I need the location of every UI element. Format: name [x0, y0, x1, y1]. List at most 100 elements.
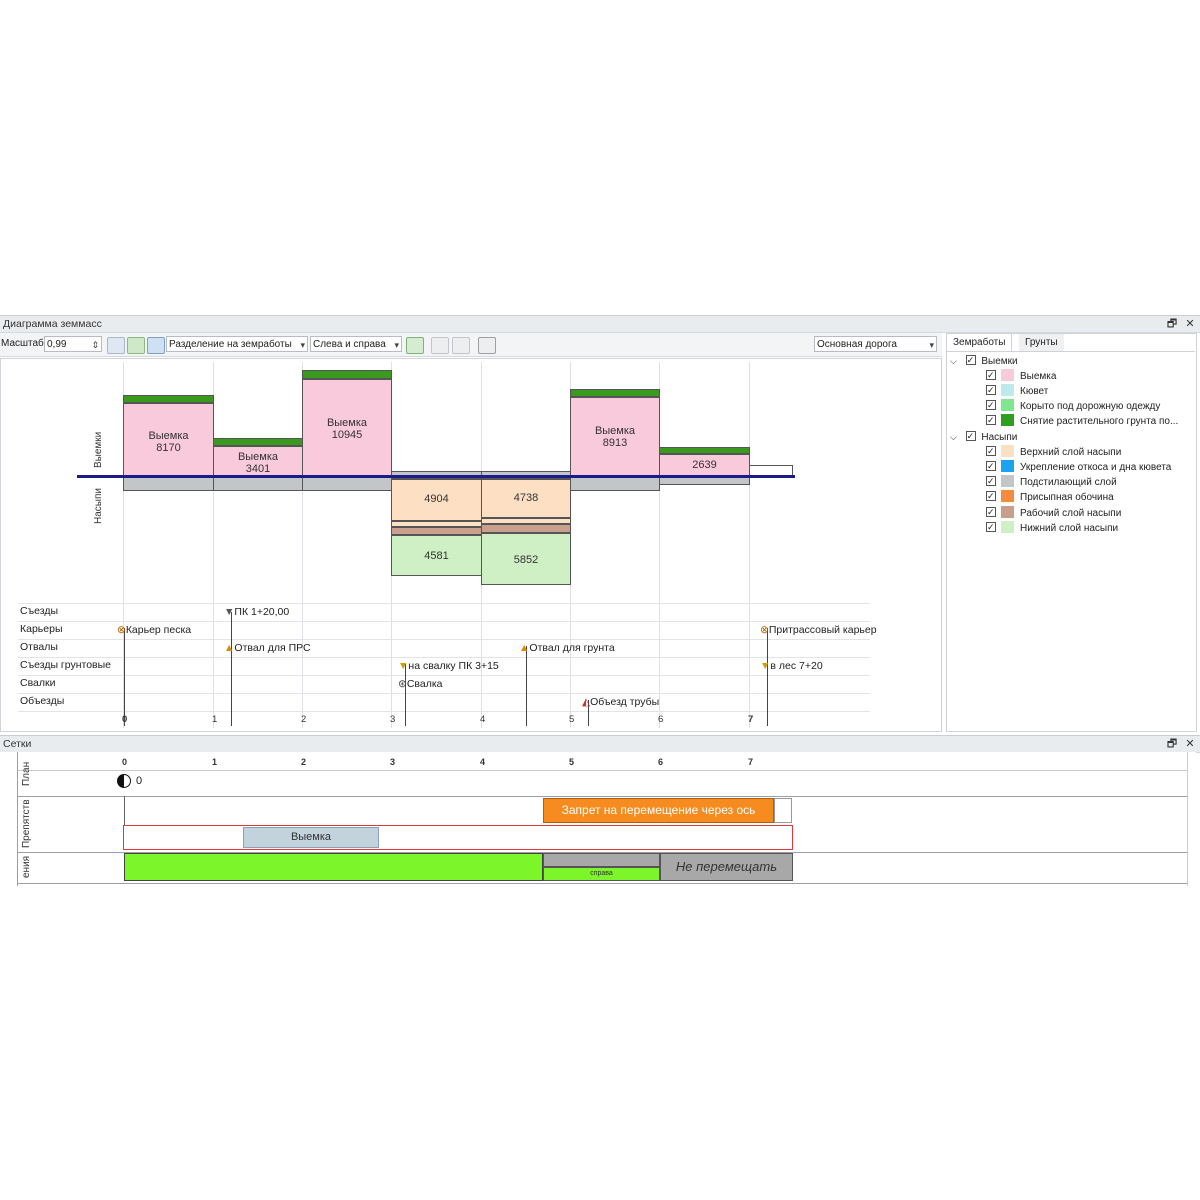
x-tick: 5: [569, 714, 575, 725]
split-mode-select[interactable]: Разделение на земработы ▾: [166, 336, 308, 352]
layer-checkbox[interactable]: [986, 383, 996, 398]
x-tick: 6: [658, 714, 664, 725]
zoom-icon[interactable]: [107, 337, 125, 354]
layer-item[interactable]: Верхний слой насыпи: [986, 444, 1121, 460]
restore-icon[interactable]: 🗗: [1166, 318, 1178, 330]
bar-fill-bottom[interactable]: [481, 533, 571, 585]
bar-label: 4904: [424, 493, 449, 505]
tree-group-fills[interactable]: ⌵ Насыпи: [950, 429, 1017, 445]
half-circle-icon[interactable]: [117, 774, 131, 788]
bar-fill-top[interactable]: [481, 479, 571, 518]
warning-icon: ▲: [519, 642, 530, 654]
group-checkbox[interactable]: [965, 429, 976, 444]
road-select[interactable]: Основная дорога ▾: [814, 336, 937, 352]
layer-item[interactable]: Присыпная обочина: [986, 489, 1114, 505]
split-icon[interactable]: [147, 337, 165, 354]
add-icon[interactable]: [431, 337, 449, 354]
layer-item[interactable]: Выемка: [986, 368, 1056, 384]
earthwork-toolbar: Масштаб: 0,99 ⇕ Разделение на земработы …: [0, 333, 942, 357]
grid-tick: 3: [390, 757, 396, 767]
grid-icon[interactable]: [478, 337, 496, 354]
plan-value: 0: [136, 775, 143, 787]
bar-label: Выемка 8913: [594, 425, 636, 449]
bar-subbase: [213, 477, 303, 491]
layer-item[interactable]: Подстилающий слой: [986, 474, 1117, 490]
cuts-side-label: Выемки: [93, 431, 104, 468]
tree-group-cuts[interactable]: ⌵ Выемки: [950, 353, 1018, 369]
row-label-obstacles: Препятств: [21, 799, 32, 848]
layer-item[interactable]: Нижний слой насыпи: [986, 520, 1118, 536]
layer-checkbox[interactable]: [986, 398, 996, 413]
event-line: [231, 612, 232, 726]
funnel-icon: ▼: [760, 660, 771, 672]
layer-item[interactable]: Корыто под дорожную одежду: [986, 398, 1160, 414]
group-checkbox[interactable]: [965, 353, 976, 368]
chevron-down-icon[interactable]: ⌵: [950, 432, 957, 442]
layer-checkbox[interactable]: [986, 505, 996, 520]
layers-icon[interactable]: [127, 337, 145, 354]
event-quarry[interactable]: ⊗Притрассовый карьер: [760, 624, 877, 636]
bar-cut[interactable]: [302, 379, 392, 477]
bar-cut[interactable]: [570, 397, 660, 477]
event-detour[interactable]: ◭Объезд трубы: [582, 696, 660, 708]
earthwork-panel-header: Диаграмма земмасс 🗗 ✕: [0, 315, 1200, 333]
layer-checkbox[interactable]: [986, 413, 996, 428]
bar-cut[interactable]: [213, 446, 303, 477]
row-divider: [18, 621, 870, 622]
grid-tick: 1: [212, 757, 218, 767]
tab-soils[interactable]: Грунты: [1019, 334, 1064, 352]
cut-block[interactable]: Выемка: [243, 827, 379, 848]
bar-topsoil: [302, 370, 392, 379]
ticks-divider: [18, 770, 1187, 771]
color-swatch: [1001, 460, 1014, 472]
move-partial-block[interactable]: [543, 853, 660, 867]
chevron-down-icon[interactable]: ⌵: [950, 356, 957, 366]
scale-input[interactable]: 0,99 ⇕: [44, 336, 102, 352]
layer-checkbox[interactable]: [986, 459, 996, 474]
remove-icon[interactable]: [452, 337, 470, 354]
refresh-icon[interactable]: [406, 337, 424, 354]
side-mode-select[interactable]: Слева и справа ▾: [310, 336, 402, 352]
layer-item[interactable]: Укрепление откоса и дна кювета: [986, 459, 1171, 475]
close-icon[interactable]: ✕: [1185, 318, 1195, 330]
no-move-block[interactable]: Не перемещать: [660, 853, 793, 881]
layer-checkbox[interactable]: [986, 489, 996, 504]
event-line: [124, 628, 125, 726]
move-right-block[interactable]: справа: [543, 867, 660, 881]
color-swatch: [1001, 506, 1014, 518]
event-dump[interactable]: ▲Отвал для ПРС: [224, 642, 311, 654]
move-allowed-block[interactable]: [124, 853, 543, 881]
close-icon[interactable]: ✕: [1185, 738, 1195, 750]
event-dirt-exit[interactable]: ▼на свалку ПК 3+15: [398, 660, 499, 672]
layer-item[interactable]: Рабочий слой насыпи: [986, 505, 1121, 521]
earthwork-panel-title: Диаграмма земмасс: [3, 318, 102, 330]
event-exit[interactable]: ▼ПК 1+20,00: [224, 606, 290, 618]
layer-checkbox[interactable]: [986, 474, 996, 489]
row-label-quarries: Карьеры: [20, 623, 63, 635]
grid-tick: 6: [658, 757, 664, 767]
event-quarry[interactable]: ⊗Карьер песка: [117, 624, 192, 636]
bar-label: 4738: [513, 492, 539, 504]
chevron-down-icon: ▾: [300, 340, 305, 350]
event-dirt-exit[interactable]: ▼в лес 7+20: [760, 660, 823, 672]
layer-item[interactable]: Кювет: [986, 383, 1048, 399]
layer-checkbox[interactable]: [986, 368, 996, 383]
layer-checkbox[interactable]: [986, 520, 996, 535]
restore-icon[interactable]: 🗗: [1166, 738, 1178, 750]
spin-icon[interactable]: ⇕: [91, 340, 99, 350]
tab-earthworks[interactable]: Земработы: [947, 334, 1013, 352]
event-landfill[interactable]: ⊛Свалка: [398, 678, 443, 690]
bar-subbase: [302, 477, 392, 491]
event-dump[interactable]: ▲Отвал для грунта: [519, 642, 615, 654]
bar-topsoil: [213, 438, 303, 446]
ban-move-block[interactable]: Запрет на перемещение через ось: [543, 798, 774, 823]
row-divider: [18, 657, 870, 658]
obstacle-range[interactable]: [123, 825, 793, 850]
bar-fill-top[interactable]: [391, 479, 482, 521]
start-marker: [124, 796, 125, 826]
bar-fill-bottom[interactable]: [391, 535, 482, 576]
layer-item[interactable]: Снятие растительного грунта по...: [986, 413, 1178, 429]
x-tick: 7: [748, 714, 754, 725]
bar-topsoil: [570, 389, 660, 397]
layer-checkbox[interactable]: [986, 444, 996, 459]
